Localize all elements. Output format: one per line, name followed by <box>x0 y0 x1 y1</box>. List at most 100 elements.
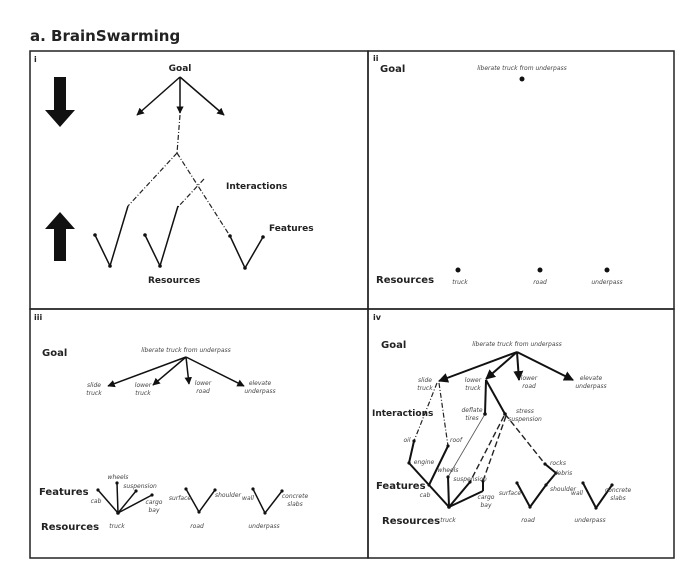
node-debris: debris <box>554 470 573 477</box>
feature-concrete-slabs: slabs <box>287 501 302 508</box>
panel-i-frame <box>29 50 369 310</box>
interactions-label: Interactions <box>372 409 433 419</box>
subgoal-slide-truck: truck <box>86 390 102 397</box>
node-dots <box>407 412 614 510</box>
subgoal-lower-road: road <box>196 388 210 395</box>
node-rocks: rocks <box>550 460 566 467</box>
resource-truck: truck <box>109 523 125 530</box>
goal-label: Goal <box>380 64 405 75</box>
features-label: Features <box>39 487 89 498</box>
interactions-label: Interactions <box>226 182 287 192</box>
node-dots <box>93 233 265 270</box>
edge-deflate-tires <box>484 379 487 415</box>
subgoal-lower-truck: truck <box>465 385 481 392</box>
feature-wall: wall <box>571 490 583 497</box>
goal-text: liberate truck from underpass <box>477 65 567 72</box>
feature-cargo-bay: cargo <box>478 494 495 501</box>
subgoal-lower-road: road <box>522 383 536 390</box>
features-label: Features <box>376 481 426 492</box>
subgoal-elevate-underpass: underpass <box>244 388 275 395</box>
node-roof: roof <box>450 437 463 444</box>
resource-road: road <box>533 279 547 286</box>
panel-label: iv <box>373 313 382 322</box>
resource-truck: truck <box>452 279 468 286</box>
feature-cargo-bay: bay <box>148 507 159 514</box>
feature-shoulder: shoulder <box>215 492 242 499</box>
resources-label: Resources <box>382 516 440 527</box>
resource-road: road <box>190 523 204 530</box>
panel-label: i <box>34 55 37 64</box>
subgoal-slide-truck: slide <box>87 382 101 389</box>
feature-wheels: wheels <box>438 467 459 474</box>
resource-node <box>455 267 461 273</box>
resource-road: road <box>521 517 535 524</box>
subgoal-elevate-underpass: underpass <box>575 383 606 390</box>
panel-ii-frame <box>367 50 675 310</box>
resources-label: Resources <box>41 522 99 533</box>
goal-label: Goal <box>42 348 67 359</box>
feature-concrete-slabs: concrete <box>605 487 632 494</box>
down-arrow-icon <box>45 77 75 127</box>
up-arrow-icon <box>45 212 75 261</box>
interaction-edge <box>177 178 205 208</box>
resource-v <box>144 205 179 269</box>
subgoal-lower-truck: truck <box>135 390 151 397</box>
feature-suspension: suspension <box>123 483 157 490</box>
resources-label: Resources <box>376 275 434 286</box>
feature-concrete-slabs: concrete <box>282 493 309 500</box>
resource-underpass: underpass <box>591 279 622 286</box>
node-oil: oil <box>403 437 410 444</box>
edge <box>485 351 518 380</box>
subgoal-lower-road: lower <box>521 375 538 382</box>
edge-stress-cargo-bay <box>482 415 507 482</box>
edge-roof <box>438 382 449 447</box>
goal-label: Goal <box>169 64 192 74</box>
subgoal-lower-road: lower <box>195 380 212 387</box>
resource-node <box>537 267 543 273</box>
edge <box>185 356 245 387</box>
feature-surface: surface <box>499 490 521 497</box>
panel-iv: iv Goal liberate truck from underpass sl… <box>372 313 631 527</box>
feature-shoulder: shoulder <box>550 486 577 493</box>
feature-concrete-slabs: slabs <box>610 495 625 502</box>
feature-cab: cab <box>91 498 102 505</box>
edge <box>438 351 518 383</box>
feature-wheels: wheels <box>108 474 129 481</box>
goal-text: liberate truck from underpass <box>141 347 231 354</box>
resource-underpass: underpass <box>248 523 279 530</box>
edge <box>136 76 181 116</box>
resource-v <box>94 205 129 269</box>
resource-v <box>229 235 264 270</box>
goal-label: Goal <box>381 340 406 351</box>
resources-label: Resources <box>148 276 200 286</box>
edge <box>513 351 524 381</box>
edge <box>179 76 225 116</box>
edge-stress-suspension-feature <box>469 415 505 483</box>
subgoal-lower-truck: lower <box>135 382 152 389</box>
subgoal-slide-truck: truck <box>417 385 433 392</box>
feature-cab: cab <box>420 492 431 499</box>
edge <box>516 351 574 381</box>
goal-node <box>519 76 525 82</box>
interaction-stress-suspension: stress <box>516 408 534 415</box>
panel-iii: iii Goal liberate truck from underpass s… <box>34 313 308 533</box>
panel-label: ii <box>373 54 379 63</box>
interaction-edge <box>176 114 181 154</box>
feature-wall: wall <box>242 495 254 502</box>
edge-stress-rocks <box>504 413 546 465</box>
edge <box>152 356 187 386</box>
resource-truck: truck <box>440 517 456 524</box>
node-engine: engine <box>414 459 435 466</box>
node-dots <box>96 481 284 515</box>
edge-oil <box>413 382 438 442</box>
resource-node <box>604 267 610 273</box>
figure-title: a. BrainSwarming <box>30 27 180 45</box>
panel-label: iii <box>34 313 42 322</box>
resource-underpass: underpass <box>574 517 605 524</box>
edge <box>184 356 192 385</box>
edge <box>107 356 187 388</box>
edge-oil-engine <box>408 440 415 464</box>
interaction-stress-suspension: suspension <box>508 416 542 423</box>
panel-iv-frame <box>367 308 675 559</box>
